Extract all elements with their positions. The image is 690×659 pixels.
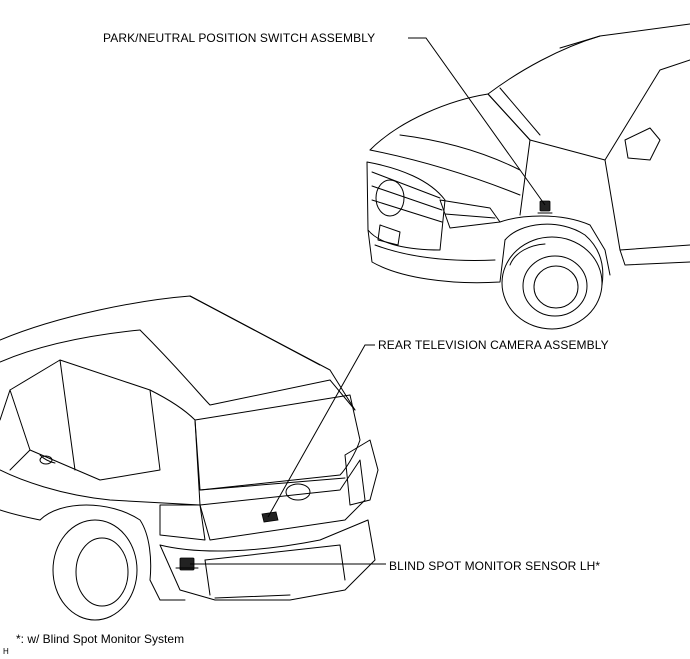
rear-bumper bbox=[159, 519, 376, 601]
rear-camera-marker bbox=[261, 511, 279, 523]
figure-id: H bbox=[3, 647, 9, 656]
rear-tire bbox=[52, 519, 138, 621]
rear-vehicle-drawing bbox=[0, 295, 379, 621]
leader-lines bbox=[190, 37, 546, 565]
front-bumper bbox=[367, 229, 506, 284]
rear-side-window bbox=[9, 359, 161, 481]
rear-taillight-left bbox=[159, 504, 206, 541]
leader-park-neutral bbox=[408, 37, 546, 206]
rear-roof-outline bbox=[0, 295, 356, 411]
front-emblem bbox=[375, 179, 405, 217]
leader-rear-camera bbox=[267, 344, 375, 518]
callout-rear-camera: REAR TELEVISION CAMERA ASSEMBLY bbox=[378, 338, 609, 352]
callout-blind-spot-sensor: BLIND SPOT MONITOR SENSOR LH* bbox=[389, 559, 601, 573]
rear-body-side bbox=[0, 469, 201, 506]
park-neutral-switch-marker bbox=[539, 200, 551, 212]
rear-wheel-arch bbox=[39, 504, 152, 581]
front-wheel-arch bbox=[504, 223, 604, 286]
front-vehicle-drawing bbox=[366, 23, 690, 330]
front-grille bbox=[366, 161, 446, 251]
front-door-outline bbox=[604, 159, 690, 251]
rear-emblem bbox=[285, 483, 311, 501]
rear-glass bbox=[194, 394, 361, 491]
front-hood bbox=[369, 93, 531, 216]
footnote: *: w/ Blind Spot Monitor System bbox=[16, 632, 185, 646]
front-fender bbox=[499, 215, 611, 276]
front-tire bbox=[501, 236, 603, 330]
front-roof-outline bbox=[487, 23, 690, 95]
rear-spoiler bbox=[139, 329, 356, 411]
callout-park-neutral-switch: PARK/NEUTRAL POSITION SWITCH ASSEMBLY bbox=[103, 31, 376, 45]
front-mirror bbox=[624, 127, 661, 161]
rear-taillight-right bbox=[344, 439, 379, 506]
rear-hatch bbox=[199, 459, 366, 541]
